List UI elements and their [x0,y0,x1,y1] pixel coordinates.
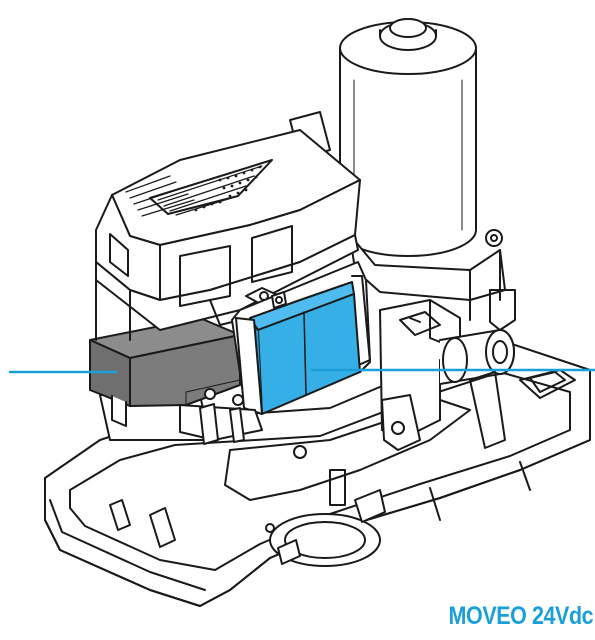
motor-cylinder [339,18,506,321]
control-unit-cover [95,111,361,341]
controller-lower-frame [179,388,263,445]
base-housing [44,339,591,607]
product-name-label: MOVEO 24Vdc [448,602,593,630]
highlighted-battery-pack [231,261,371,415]
